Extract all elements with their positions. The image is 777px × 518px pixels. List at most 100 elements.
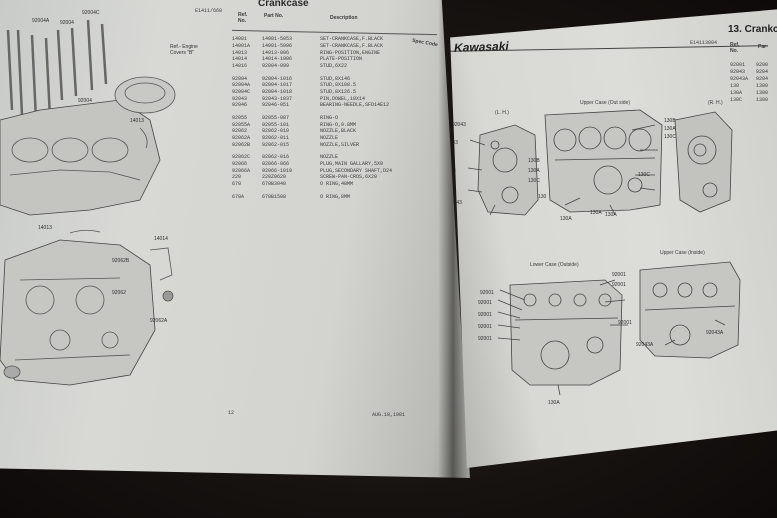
right-row-ref: 92043A: [730, 76, 749, 82]
left-row-description: O RING,48MM: [320, 180, 354, 187]
right-page-code: E14113004: [690, 40, 718, 46]
left-row-part: 220Z0620: [262, 174, 287, 181]
left-callout: 14014: [154, 236, 168, 242]
left-page-code: E1411/660: [195, 8, 223, 14]
right-callout: 92043A: [706, 330, 724, 336]
left-header-part: Part No.: [264, 13, 284, 19]
right-header-ref: Ref. No.: [730, 42, 740, 54]
left-row-description: PLATE-POSITION: [320, 56, 363, 63]
right-row-ref: 130C: [730, 97, 743, 103]
right-row-part: 9204: [756, 69, 769, 75]
right-row-part: 1300: [756, 97, 769, 103]
upper-case-outside-label: Upper Case (Out side): [580, 100, 631, 106]
left-row-ref: 670: [232, 180, 242, 187]
left-page-number: 12: [228, 410, 235, 416]
right-callout: 92001: [618, 320, 632, 326]
left-row-description: O RING,8MM: [320, 193, 351, 200]
left-row-part: 92046-051: [262, 102, 290, 109]
left-row-ref: 220: [232, 174, 242, 181]
left-row-ref: 92062B: [232, 141, 251, 148]
left-header-ref: Ref. No.: [238, 12, 248, 24]
right-row-part: 9204: [756, 76, 769, 82]
left-row-part: 92004-099: [262, 62, 290, 69]
left-row-ref: 670A: [232, 193, 245, 200]
left-row-description: NOZZLE: [320, 154, 339, 161]
right-callout: 130C: [638, 172, 650, 178]
right-callout: 130A: [560, 216, 572, 222]
left-row-part: 92062-016: [262, 154, 290, 161]
lower-case-outside-label: Lower Case (Outside): [530, 262, 579, 268]
left-row-ref: 92004C: [232, 88, 251, 95]
right-callout: 92043: [452, 122, 466, 128]
left-callout: Ref.- Engine Covers "B": [170, 44, 198, 56]
right-crankcase-diagrams: [467, 109, 741, 396]
left-row-part: 92062-011: [262, 134, 290, 141]
left-row-part: 92066-066: [262, 160, 290, 167]
left-row-ref: 92043: [232, 95, 248, 102]
left-callout: 92004C: [82, 10, 100, 16]
left-row-ref: 14013: [232, 49, 248, 56]
left-row-ref: 92062A: [232, 134, 251, 141]
left-row-part: 670B1508: [262, 193, 287, 200]
right-callout: 92001: [478, 324, 492, 330]
left-row-ref: 92004: [232, 75, 248, 82]
left-row-part: 14001-5053: [262, 36, 293, 43]
left-row-part: 92043-1037: [262, 95, 293, 102]
left-page: E1411/660 Crankcase Ref. No. Part No. De…: [0, 0, 470, 478]
left-callout: 14013: [38, 225, 52, 231]
left-row-part: 92055-101: [262, 121, 290, 128]
right-row-ref: 130: [730, 83, 740, 89]
right-callout: 130A: [528, 168, 540, 174]
right-callout: 92043A: [636, 342, 654, 348]
left-row-description: SET-CRANKCASE,F.BLACK: [320, 42, 384, 49]
left-callout: 92004: [78, 98, 92, 104]
right-callout: 92001: [478, 300, 492, 306]
left-row-description: PLUG,MAIN GALLARY,5X9: [320, 160, 384, 167]
right-row-ref: 130A: [730, 90, 743, 96]
left-row-ref: 14014: [232, 56, 248, 63]
left-callout: 92004: [60, 20, 74, 26]
stud-bolts: [6, 19, 108, 121]
left-row-ref: 92066A: [232, 167, 251, 174]
right-callout: 92001: [612, 272, 626, 278]
left-row-ref: 92055A: [232, 121, 251, 128]
left-page-date: AUG.18,1981: [372, 412, 406, 418]
right-row-ref: 92001: [730, 62, 746, 68]
left-callout: 92062: [112, 290, 126, 296]
left-row-description: PIN,DOWEL,10X14: [320, 95, 366, 102]
right-section-title: 13. Crankc: [728, 24, 777, 35]
left-row-description: STUD,6X22: [320, 62, 348, 69]
left-header-description: Description: [330, 15, 358, 21]
right-callout: 92001: [478, 336, 492, 342]
left-row-part: 92055-087: [262, 114, 290, 121]
left-row-part: 14001-5096: [262, 42, 293, 49]
left-row-part: 92066-1019: [262, 167, 293, 174]
left-row-description: RING-O,9.8MM: [320, 121, 357, 128]
upper-case-inside-label: Upper Case (Inside): [660, 250, 705, 256]
left-row-part: 92062-015: [262, 141, 290, 148]
left-row-description: SET-CRANKCASE,F.BLACK: [320, 36, 384, 43]
left-row-ref: 92046: [232, 102, 248, 109]
left-row-description: NOZZLE,BLACK: [320, 128, 357, 135]
right-page: Kawasaki E14113004 13. Crankc Ref. No. P…: [450, 9, 777, 468]
left-row-description: PLUG,SECONDARY SHAFT,D24: [320, 167, 393, 174]
left-row-ref: 92066: [232, 160, 248, 167]
right-callout: 92001: [478, 312, 492, 318]
right-callout: 130A: [605, 212, 617, 218]
left-row-part: 92004-1016: [262, 75, 293, 82]
right-row-part: 1300: [756, 83, 769, 89]
left-row-description: BEARING-NEEDLE,SFD14E12: [320, 102, 390, 109]
left-callout: 92062A: [150, 318, 168, 324]
left-row-ref: 92055: [232, 114, 248, 121]
left-section-title: Crankcase: [258, 0, 309, 9]
left-row-description: RING-POSITION,ENGINE: [320, 49, 381, 56]
left-row-part: 92062-010: [262, 128, 290, 135]
left-row-description: NOZZLE,SILVER: [320, 141, 360, 148]
right-callout: 130B: [664, 118, 676, 124]
left-callout: 92004A: [32, 18, 50, 24]
right-callout: 130C: [664, 134, 676, 140]
right-row-part: 1300: [756, 90, 769, 96]
left-row-ref: 92004A: [232, 82, 251, 89]
right-callout: 130: [538, 194, 547, 200]
